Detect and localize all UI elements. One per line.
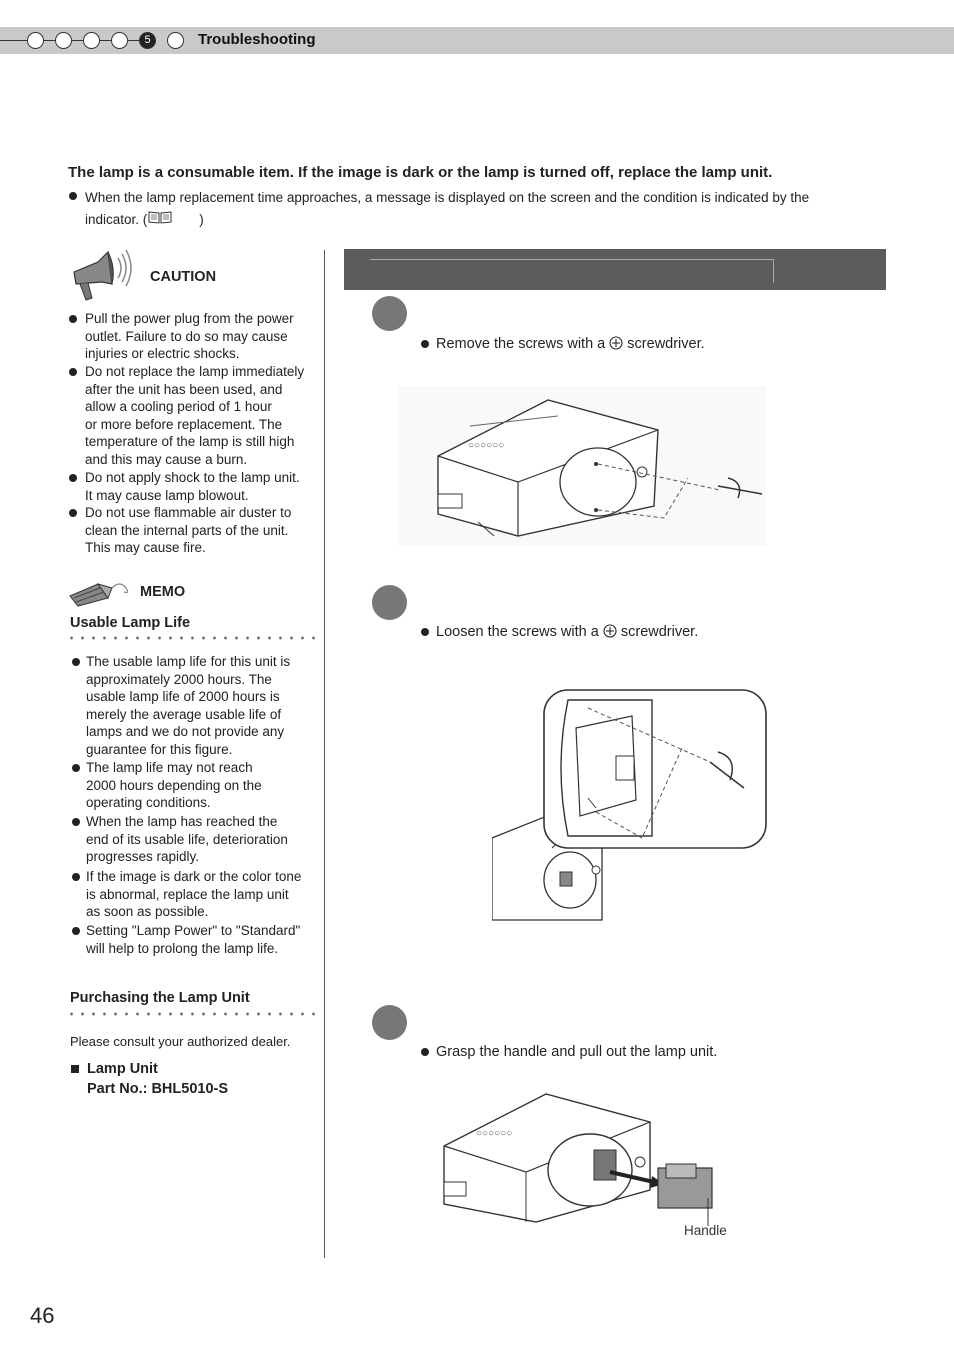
caution-item: Pull the power plug from the power outlet… <box>85 310 294 363</box>
usable-life-item-line: progresses rapidly. <box>86 849 200 864</box>
caution-item-line: outlet. Failure to do so may cause <box>85 328 288 344</box>
usable-life-heading: Usable Lamp Life <box>70 615 191 631</box>
usable-life-item-line: If the image is dark or the color tone <box>86 869 302 884</box>
book-icon <box>147 209 173 231</box>
caution-item-line: allow a cooling period of 1 hour <box>85 399 272 414</box>
bullet-icon <box>72 764 80 772</box>
caution-item: Do not use flammable air duster to clean … <box>85 504 291 557</box>
svg-text:○○○○○○: ○○○○○○ <box>468 440 504 451</box>
chapter-indicator-6 <box>167 32 184 49</box>
header-rule <box>0 40 150 41</box>
step-3-text: Grasp the handle and pull out the lamp u… <box>436 1044 718 1060</box>
pencil-icon <box>68 578 134 613</box>
chapter-indicator-2 <box>55 32 72 49</box>
square-bullet-icon <box>71 1065 79 1073</box>
bullet-icon <box>72 927 80 935</box>
caution-item-line: It may cause lamp blowout. <box>85 487 249 503</box>
usable-life-item-line: Setting "Lamp Power" to "Standard" <box>86 923 301 938</box>
illustration-loosen-lamp-screws <box>491 688 770 931</box>
caution-item-line: after the unit has been used, and <box>85 381 283 397</box>
megaphone-icon <box>68 248 134 309</box>
usable-life-item-line: operating conditions. <box>86 795 211 810</box>
bullet-icon <box>69 368 77 376</box>
handle-label: Handle <box>684 1223 727 1238</box>
intro-heading: The lamp is a consumable item. If the im… <box>68 164 773 181</box>
caution-item-line: clean the internal parts of the unit. <box>85 522 289 538</box>
step-1-text: Remove the screws with a screwdriver. <box>436 336 705 354</box>
part-title: Lamp Unit <box>87 1061 158 1077</box>
section-title: Troubleshooting <box>198 31 316 48</box>
caution-item-line: injuries or electric shocks. <box>85 346 240 361</box>
usable-life-item: If the image is dark or the color tone is… <box>86 868 301 921</box>
bullet-icon <box>421 628 429 636</box>
caution-item-line: Pull the power plug from the power <box>85 311 294 326</box>
caution-item: Do not apply shock to the lamp unit. It m… <box>85 469 300 504</box>
svg-text:○○○○○○: ○○○○○○ <box>476 1128 512 1139</box>
bullet-icon <box>72 818 80 826</box>
usable-life-item-line: guarantee for this figure. <box>86 741 233 757</box>
usable-life-item-line: 2000 hours depending on the <box>86 777 262 793</box>
column-divider <box>324 250 325 1258</box>
usable-life-item-line: as soon as possible. <box>86 904 209 919</box>
bullet-icon <box>72 658 80 666</box>
page-number: 46 <box>30 1303 55 1328</box>
step-1-marker <box>372 296 407 331</box>
bullet-icon <box>69 509 77 517</box>
caution-item-line: Do not replace the lamp immediately <box>85 364 305 379</box>
intro-note: When the lamp replacement time approache… <box>85 187 885 231</box>
memo-label: MEMO <box>140 584 186 600</box>
usable-life-item-line: usable lamp life of 2000 hours is <box>86 689 280 704</box>
bullet-icon <box>421 340 429 348</box>
intro-note-line1: When the lamp replacement time approache… <box>85 190 810 205</box>
bullet-icon <box>421 1048 429 1056</box>
usable-life-item-line: When the lamp has reached the <box>86 814 278 829</box>
purchasing-text: Please consult your authorized dealer. <box>70 1034 291 1049</box>
caution-item: Do not replace the lamp immediately after… <box>85 363 304 468</box>
illustration-remove-cover-screws: ○○○○○○ <box>398 386 766 551</box>
caution-item-line: or more before replacement. The <box>85 416 283 432</box>
procedure-title-band <box>344 249 886 290</box>
bullet-icon <box>69 192 77 200</box>
part-number: Part No.: BHL5010-S <box>87 1081 229 1097</box>
caution-label: CAUTION <box>150 269 217 285</box>
caution-item-line: This may cause fire. <box>85 540 206 555</box>
step-3-marker <box>372 1005 407 1040</box>
intro-note-line2: indicator. () <box>85 209 885 231</box>
header-bar <box>0 27 954 54</box>
purchasing-heading: Purchasing the Lamp Unit <box>70 990 250 1006</box>
procedure-title-frame <box>370 259 774 283</box>
chapter-indicator-3 <box>83 32 100 49</box>
usable-life-item-line: end of its usable life, deterioration <box>86 831 288 847</box>
phillips-plus-icon <box>609 336 623 354</box>
usable-life-item-line: lamps and we do not provide any <box>86 724 285 739</box>
chapter-indicator-1 <box>27 32 44 49</box>
usable-life-item-line: is abnormal, replace the lamp unit <box>86 886 289 902</box>
dotted-divider <box>66 1012 320 1016</box>
usable-life-item-line: approximately 2000 hours. The <box>86 671 272 687</box>
usable-life-item: Setting "Lamp Power" to "Standard" will h… <box>86 922 300 957</box>
step-2-text: Loosen the screws with a screwdriver. <box>436 624 699 642</box>
usable-life-item-line: The usable lamp life for this unit is <box>86 654 291 669</box>
caution-item-line: temperature of the lamp is still high <box>85 434 295 449</box>
usable-life-item-line: merely the average usable life of <box>86 706 282 722</box>
chapter-indicator-current: 5 <box>139 32 156 49</box>
usable-life-item: The usable lamp life for this unit is app… <box>86 653 290 758</box>
chapter-indicator-4 <box>111 32 128 49</box>
usable-life-item-line: will help to prolong the lamp life. <box>86 940 279 956</box>
usable-life-item-line: The lamp life may not reach <box>86 760 253 775</box>
step-2-marker <box>372 585 407 620</box>
usable-life-item: The lamp life may not reach 2000 hours de… <box>86 759 262 812</box>
illustration-pull-out-lamp: ○○○○○○ <box>396 1086 726 1232</box>
caution-item-line: Do not apply shock to the lamp unit. <box>85 470 300 485</box>
phillips-plus-icon <box>603 624 617 642</box>
usable-life-item: When the lamp has reached the end of its … <box>86 813 288 866</box>
dotted-divider <box>66 636 320 640</box>
bullet-icon <box>69 474 77 482</box>
bullet-icon <box>72 873 80 881</box>
caution-item-line: and this may cause a burn. <box>85 451 248 467</box>
bullet-icon <box>69 315 77 323</box>
caution-item-line: Do not use flammable air duster to <box>85 505 292 520</box>
